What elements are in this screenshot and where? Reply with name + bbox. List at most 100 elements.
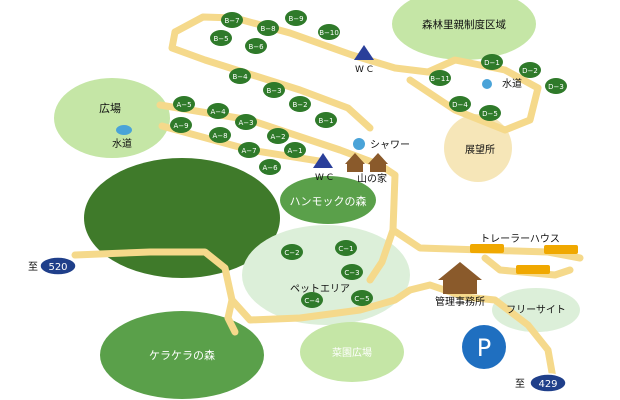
site-marker-dot	[259, 159, 281, 175]
road-b-loop	[168, 28, 374, 132]
site-marker-b-10[interactable]: B−10	[318, 24, 340, 40]
site-marker-dot	[301, 292, 323, 308]
site-marker-b-4[interactable]: B−4	[229, 68, 251, 84]
site-marker-label: B−6	[248, 43, 264, 51]
road-top	[171, 13, 432, 76]
site-marker-dot	[545, 78, 567, 94]
site-marker-a-7[interactable]: A−7	[238, 142, 260, 158]
site-marker-dot	[285, 10, 307, 26]
site-marker-dot	[257, 20, 279, 36]
site-marker-c-5[interactable]: C−5	[351, 290, 373, 306]
site-marker-b-9[interactable]: B−9	[285, 10, 307, 26]
trailer-house-label: トレーラーハウス	[480, 233, 560, 245]
site-marker-c-4[interactable]: C−4	[301, 292, 323, 308]
site-marker-dot	[318, 24, 340, 40]
site-marker-c-2[interactable]: C−2	[281, 244, 303, 260]
management-office-icon	[438, 262, 482, 294]
site-marker-c-3[interactable]: C−3	[341, 264, 363, 280]
vegetable-plaza-label: 菜園広場	[332, 346, 372, 359]
site-marker-label: D−5	[482, 110, 498, 118]
site-marker-b-5[interactable]: B−5	[210, 30, 232, 46]
site-marker-label: B−4	[232, 73, 248, 81]
water-tap-right-icon	[482, 79, 492, 89]
site-marker-a-3[interactable]: A−3	[235, 114, 257, 130]
site-marker-label: B−5	[213, 35, 228, 43]
site-marker-label: B−9	[288, 15, 303, 23]
large-dark-forest	[84, 158, 280, 278]
road-west	[71, 248, 414, 324]
site-marker-label: C−1	[338, 245, 353, 253]
site-marker-label: A−5	[176, 101, 191, 109]
site-marker-dot	[479, 105, 501, 121]
site-marker-b-6[interactable]: B−6	[245, 38, 267, 54]
site-marker-a-9[interactable]: A−9	[170, 117, 192, 133]
site-marker-label: B−7	[224, 17, 239, 25]
site-marker-label: B−8	[260, 25, 275, 33]
trailer-house-unit	[516, 265, 550, 274]
plaza-label: 広場	[99, 102, 121, 115]
site-marker-dot	[341, 264, 363, 280]
hammock-forest-label: ハンモックの森	[290, 194, 367, 208]
site-marker-dot	[173, 96, 195, 112]
site-marker-a-4[interactable]: A−4	[207, 103, 229, 119]
site-marker-label: D−2	[522, 67, 538, 75]
parking-icon	[462, 325, 506, 369]
site-marker-a-1[interactable]: A−1	[284, 142, 306, 158]
shower-icon	[353, 138, 365, 150]
wc-top-icon	[354, 45, 374, 60]
site-marker-b-11[interactable]: B−11	[429, 70, 451, 86]
water-left-label: 水道	[112, 137, 132, 150]
site-marker-dot	[519, 62, 541, 78]
kerakera-forest-area	[100, 311, 264, 399]
management-office-label: 管理事務所	[435, 295, 485, 308]
vegetable-plaza-area	[300, 322, 404, 382]
observation-area	[444, 114, 512, 182]
site-marker-d-5[interactable]: D−5	[479, 105, 501, 121]
kerakera-forest-label: ケラケラの森	[149, 348, 215, 362]
site-marker-dot	[209, 127, 231, 143]
site-marker-dot	[449, 96, 471, 112]
campsite-markers: A−1A−2 A−3 A−4 A−5A−6A−7 A−8 A−9 B−1B−2 B−3 B−4 B…	[170, 10, 567, 308]
site-marker-b-8[interactable]: B−8	[257, 20, 279, 36]
route-left-prefix: 至	[28, 261, 38, 273]
site-marker-d-2[interactable]: D−2	[519, 62, 541, 78]
site-marker-dot	[221, 12, 243, 28]
site-marker-dot	[207, 103, 229, 119]
site-marker-label: B−3	[266, 87, 281, 95]
site-marker-a-5[interactable]: A−5	[173, 96, 195, 112]
site-marker-dot	[235, 114, 257, 130]
wc-mid-icon	[313, 153, 333, 168]
wc-top-label: W C	[355, 65, 373, 75]
site-marker-d-1[interactable]: D−1	[481, 54, 503, 70]
site-marker-d-4[interactable]: D−4	[449, 96, 471, 112]
hammock-forest-area	[280, 176, 376, 224]
site-marker-b-3[interactable]: B−3	[263, 82, 285, 98]
site-marker-dot	[267, 128, 289, 144]
site-marker-b-2[interactable]: B−2	[289, 96, 311, 112]
site-marker-b-1[interactable]: B−1	[315, 112, 337, 128]
route-429-shield-icon	[529, 373, 567, 393]
site-marker-label: C−3	[344, 269, 359, 277]
site-marker-label: A−3	[238, 119, 253, 127]
route-bottom-prefix: 至	[515, 378, 525, 390]
trailer-house-unit	[544, 245, 578, 254]
site-marker-d-3[interactable]: D−3	[545, 78, 567, 94]
site-marker-a-8[interactable]: A−8	[209, 127, 231, 143]
water-tap-left-icon	[116, 125, 132, 135]
pet-area-label: ペットエリア	[290, 284, 350, 295]
site-marker-label: A−2	[270, 133, 285, 141]
forest-parent-child-label: 森林里親制度区域	[422, 18, 506, 31]
route-left-number: 520	[48, 262, 67, 273]
free-site-area	[492, 288, 580, 332]
site-marker-a-6[interactable]: A−6	[259, 159, 281, 175]
site-marker-a-2[interactable]: A−2	[267, 128, 289, 144]
mountain-house-icon	[345, 153, 388, 172]
site-marker-dot	[481, 54, 503, 70]
site-marker-b-7[interactable]: B−7	[221, 12, 243, 28]
site-marker-label: A−8	[212, 132, 227, 140]
observation-label: 展望所	[465, 143, 495, 156]
site-marker-c-1[interactable]: C−1	[335, 240, 357, 256]
free-site-label: フリーサイト	[506, 304, 566, 316]
route-520-shield-icon	[39, 256, 77, 276]
